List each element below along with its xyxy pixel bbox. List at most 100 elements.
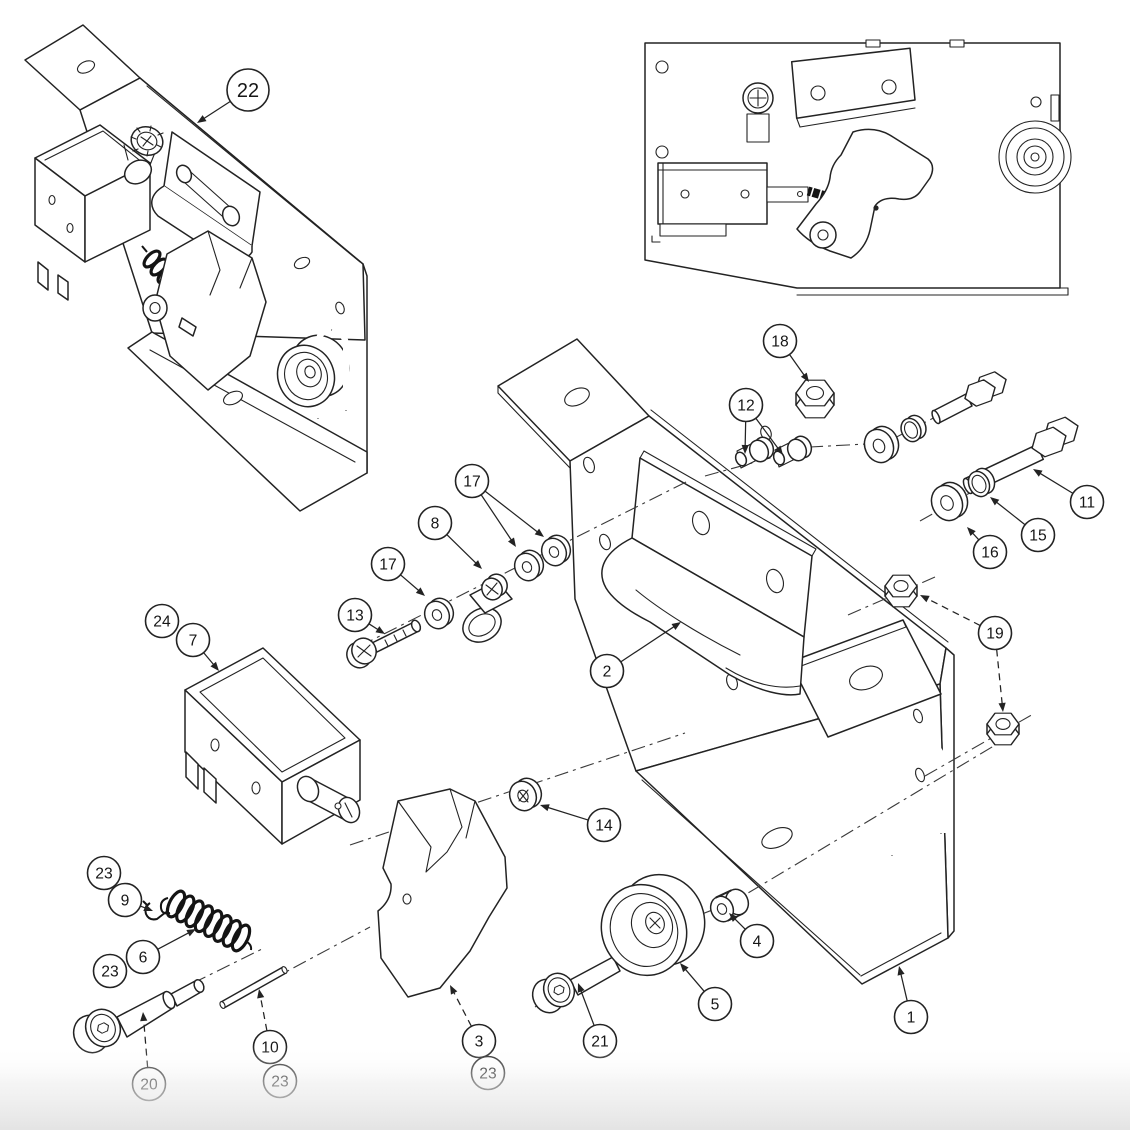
leader-arrowhead [197,115,207,123]
leader-line [684,968,705,992]
callout-balloon: 12 [728,387,764,423]
inset-bracket [790,47,916,128]
balloon-circle [92,953,128,989]
leader-arrowhead [774,445,783,455]
leader-arrowhead [800,372,809,382]
leader-line [484,490,539,533]
balloon-number: 11 [1079,495,1095,512]
exploded-view [72,338,1079,1054]
assembled-clamp-screw [123,125,164,185]
leader-line [453,991,472,1027]
part-13-screw [346,619,422,669]
leader-arrowhead [680,963,689,973]
balloon-number: 14 [595,818,613,835]
assembled-pulley [276,327,350,419]
leader-line [480,494,513,541]
balloon-circle [728,387,764,423]
balloon-number: 4 [753,934,762,951]
leader-arrowhead [534,528,544,537]
callout-balloon: 22 [226,68,270,112]
balloon-circle [972,534,1008,570]
balloon-number: 6 [139,950,148,967]
leader-line [1039,472,1074,494]
leader-arrowhead [186,929,196,937]
leader-arrowhead [473,560,482,569]
leader-arrowhead [508,537,516,547]
balloon-number: 16 [981,545,999,562]
balloon-circle [86,855,122,891]
leader-arrowhead [375,626,385,634]
leader-line [400,574,420,592]
balloon-circle [337,597,373,633]
part-19-hex-nuts [884,574,1020,746]
balloon-number: 23 [95,866,113,883]
callout-balloon: 8 [417,505,453,541]
part-17-washers [423,534,572,630]
leader-line [755,417,779,449]
balloon-number: 17 [463,474,480,491]
leader-arrowhead [671,622,681,630]
leader-arrowhead [143,904,153,912]
balloon-number: 7 [189,633,198,650]
balloon-circle [739,923,775,959]
leader-line [203,652,215,666]
part-6-spring [159,889,253,953]
callout-balloon: 17 [454,463,490,499]
callout-balloon: 4 [739,923,775,959]
part-8-cable-clamp [462,573,513,643]
balloon-circle [893,999,929,1035]
balloon-circle [226,68,270,112]
balloon-number: 2 [603,664,612,681]
inset-pulley [998,120,1072,194]
callout-balloon: 1 [893,999,929,1035]
leader-arrowhead [998,702,1006,712]
balloon-number: 9 [121,893,130,910]
callout-balloon: 15 [1020,517,1056,553]
leader-arrowhead [540,804,550,812]
leader-line [259,996,268,1031]
balloon-circle [977,615,1013,651]
balloon-circle [762,323,798,359]
balloon-number: 5 [711,997,720,1014]
leader-line [143,1019,149,1068]
callout-balloon: 5 [697,986,733,1022]
leader-line [926,598,981,627]
part-10-pin [219,966,288,1009]
callout-balloon: 13 [337,597,373,633]
balloon-number: 1 [907,1010,916,1027]
balloon-circle [144,603,180,639]
callout-balloon: 6 [125,939,161,975]
leader-line [368,623,379,631]
leader-arrowhead [741,444,749,454]
balloon-circle [370,546,406,582]
leader-arrowhead [967,527,976,537]
balloon-circle [589,653,625,689]
balloon-circle [1020,517,1056,553]
scan-fade-band [0,1045,1130,1130]
inset-cam [796,128,934,259]
part-15-16-washers [930,467,996,522]
leader-arrowhead [729,913,738,922]
balloon-circle [586,807,622,843]
part-2-latch-bracket [601,450,817,696]
balloon-number: 22 [237,80,259,102]
balloon-number: 23 [101,964,119,981]
leader-arrowhead [1033,469,1043,477]
balloon-circle [417,505,453,541]
callout-balloon: 2 [589,653,625,689]
balloon-number: 17 [379,557,396,574]
leader-line [580,990,595,1026]
leader-arrowhead [140,1012,148,1022]
callout-balloon: 23 [86,855,122,891]
assembled-solenoid [34,124,151,301]
part-20-shoulder-screw [72,979,205,1054]
part-7-solenoid [184,647,361,845]
balloon-circle [107,882,143,918]
part-14-washer [508,777,543,812]
leader-arrowhead [415,587,425,596]
assembled-bracket [151,131,261,260]
balloon-circle [454,463,490,499]
balloon-number: 18 [771,334,789,351]
callout-balloon: 23 [92,953,128,989]
